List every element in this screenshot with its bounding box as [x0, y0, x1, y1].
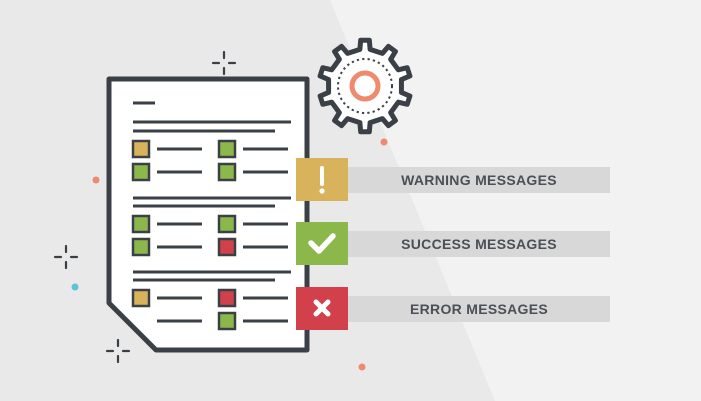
- dot-orange-left: [92, 176, 100, 184]
- dot-orange-bottom: [358, 363, 366, 371]
- checkbox-green: [217, 311, 237, 331]
- checkmark-icon: [308, 233, 336, 254]
- dot-blue: [71, 283, 79, 291]
- exclamation-icon: [319, 166, 325, 194]
- checkbox-green: [217, 162, 237, 182]
- checkbox-yellow: [131, 139, 151, 159]
- error-tile: [296, 287, 348, 330]
- checkbox-red: [217, 237, 237, 257]
- checkbox-yellow: [131, 288, 151, 308]
- success-messages-label: SUCCESS MESSAGES: [348, 231, 610, 257]
- warning-messages-label: WARNING MESSAGES: [348, 167, 610, 193]
- checklist-section-3: [131, 288, 288, 331]
- x-cross-icon: [313, 299, 331, 317]
- gear-icon: [317, 37, 413, 135]
- sparkle-icon-top: [211, 50, 237, 76]
- checkbox-green: [131, 214, 151, 234]
- checklist-section-1: [131, 139, 288, 182]
- error-messages-label: ERROR MESSAGES: [348, 296, 610, 322]
- success-tile: [296, 222, 348, 265]
- checkbox-red: [217, 288, 237, 308]
- checklist-section-2: [131, 214, 288, 257]
- warning-tile: [296, 158, 348, 201]
- sparkle-icon-bottom: [105, 338, 131, 364]
- checkbox-green: [217, 139, 237, 159]
- checkbox-green: [131, 162, 151, 182]
- sparkle-icon-left: [53, 244, 79, 270]
- checkbox-green: [217, 214, 237, 234]
- checkbox-green: [131, 237, 151, 257]
- checklist-document: [106, 76, 310, 353]
- dot-orange-gear: [380, 138, 388, 146]
